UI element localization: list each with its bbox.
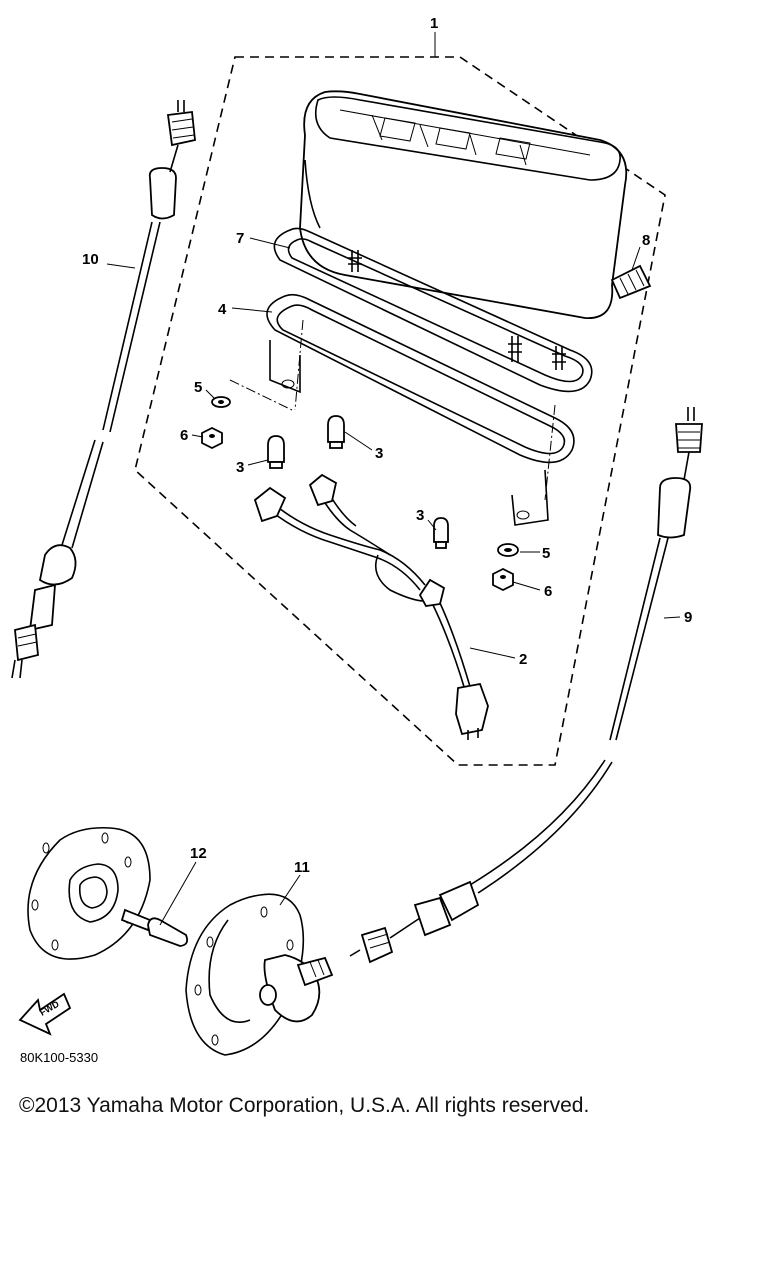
callout-1: 1 [430,15,438,32]
callout-3-middle: 3 [375,445,383,462]
callout-12: 12 [190,845,207,862]
callout-7: 7 [236,230,244,247]
alignment-lines [229,319,556,501]
callout-5-left: 5 [194,379,202,396]
leader-lines [106,32,681,926]
callout-3-right: 3 [416,507,424,524]
gasket [273,227,593,393]
mounting-studs [348,250,566,370]
speedometer-cable-10 [11,100,196,679]
callout-5-right: 5 [542,545,550,562]
trip-knob [610,264,652,300]
bulb-middle [327,415,345,449]
speedometer-exploded-diagram: FWD 1 2 3 3 3 4 5 5 6 6 7 8 9 10 11 12 8… [11,15,703,1065]
forward-arrow-icon: FWD [18,992,72,1036]
callout-9: 9 [684,609,692,626]
wiring-harness [253,473,489,740]
callout-10: 10 [82,251,99,268]
drive-pin [120,908,189,947]
callout-4: 4 [218,301,227,318]
diagram-part-code: 80K100-5330 [20,1050,98,1065]
hub-flange [27,826,151,960]
callout-2: 2 [519,651,527,668]
copyright-notice: ©2013 Yamaha Motor Corporation, U.S.A. A… [19,1094,590,1117]
callout-11: 11 [294,859,310,876]
speedometer-cable-9 [349,407,703,964]
washer-left [211,396,231,408]
callout-6-right: 6 [544,583,552,600]
nut-right [492,567,514,592]
callout-6-left: 6 [180,427,188,444]
meter-bracket [266,293,575,526]
bulb-right [433,517,449,549]
assembly-boundary [134,56,666,766]
meter-body [299,90,628,319]
speedometer-gear-unit [185,893,334,1056]
callout-3-left: 3 [236,459,244,476]
bulb-left [267,435,285,469]
callout-8: 8 [642,232,650,249]
washer-right [497,543,519,557]
nut-left [201,426,223,450]
